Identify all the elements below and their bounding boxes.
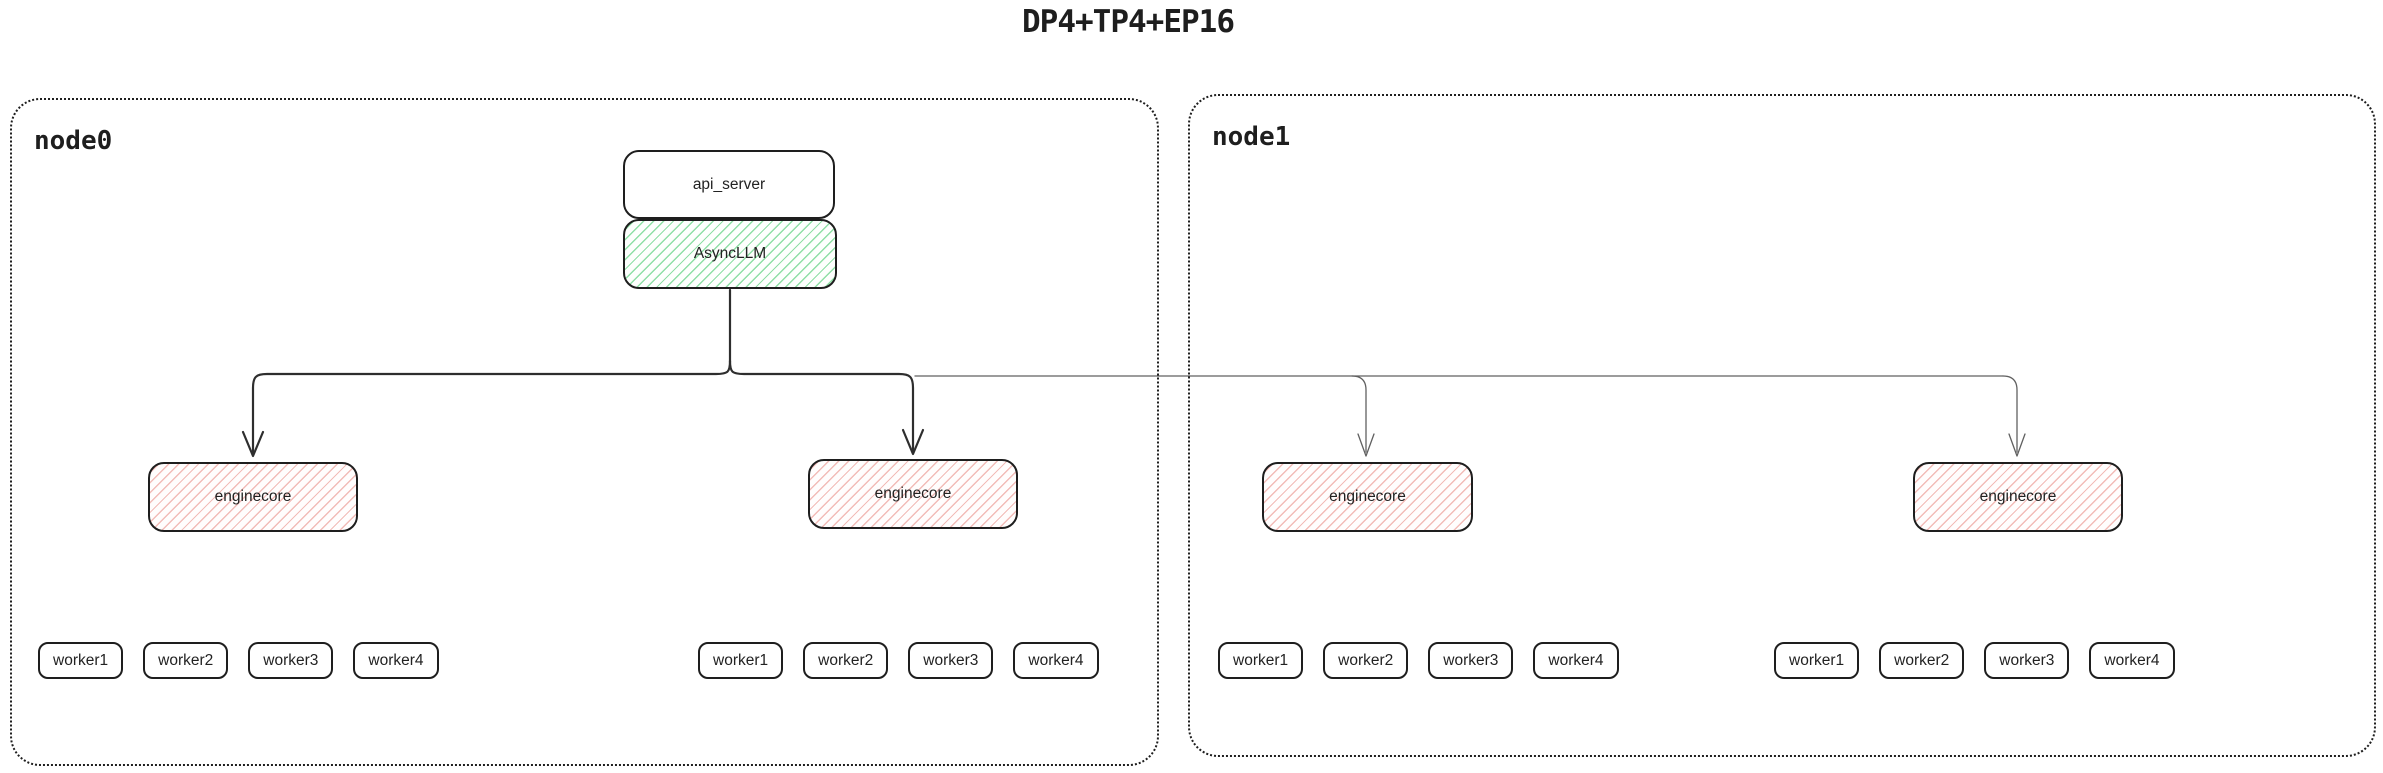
enginecore-label: enginecore [214,488,292,505]
asyncllm-label: AsyncLLM [693,245,767,262]
worker-box: worker1 [698,642,784,679]
enginecore-box-node1-2: enginecore [1913,462,2123,532]
worker-box: worker4 [353,642,439,679]
worker-box: worker2 [1323,642,1409,679]
worker-label: worker3 [923,651,979,669]
worker-box: worker4 [2089,642,2175,679]
api-server-label: api_server [692,175,766,193]
enginecore-box-node1-1: enginecore [1262,462,1473,532]
worker-box: worker3 [248,642,334,679]
enginecore-label: enginecore [1329,488,1406,505]
worker-row-node0-2: worker1 worker2 worker3 worker4 [698,642,1099,679]
node0-container: node0 [10,98,1159,766]
worker-box: worker4 [1533,642,1619,679]
worker-box: worker3 [908,642,994,679]
worker-row-node0-1: worker1 worker2 worker3 worker4 [38,642,439,679]
worker-label: worker2 [1338,651,1394,669]
worker-box: worker3 [1428,642,1514,679]
worker-label: worker3 [1999,651,2055,669]
worker-label: worker2 [818,651,874,669]
enginecore-label: enginecore [874,485,952,502]
worker-label: worker1 [713,651,769,669]
worker-label: worker1 [1233,651,1289,669]
worker-label: worker1 [53,651,109,669]
worker-box: worker4 [1013,642,1099,679]
enginecore-box-node0-1: enginecore [148,462,358,532]
worker-label: worker3 [263,651,319,669]
node0-label: node0 [34,126,113,156]
worker-label: worker1 [1789,651,1845,669]
worker-label: worker4 [2104,651,2160,669]
enginecore-box-node0-2: enginecore [808,459,1018,529]
worker-label: worker2 [1894,651,1950,669]
worker-box: worker2 [143,642,229,679]
enginecore-label: enginecore [1979,488,2057,505]
worker-label: worker2 [158,651,214,669]
worker-row-node1-2: worker1 worker2 worker3 worker4 [1774,642,2175,679]
worker-row-node1-1: worker1 worker2 worker3 worker4 [1218,642,1619,679]
worker-box: worker1 [1218,642,1304,679]
worker-box: worker2 [803,642,889,679]
worker-box: worker1 [1774,642,1860,679]
diagram-title: DP4+TP4+EP16 [1022,4,1235,40]
worker-label: worker4 [1548,651,1604,669]
worker-label: worker4 [368,651,424,669]
node1-container: node1 [1188,94,2376,757]
worker-box: worker2 [1879,642,1965,679]
api-server-box: api_server [623,150,835,219]
worker-box: worker3 [1984,642,2070,679]
node1-label: node1 [1212,122,1291,152]
worker-label: worker4 [1028,651,1084,669]
worker-label: worker3 [1443,651,1499,669]
asyncllm-box: AsyncLLM [623,219,837,289]
worker-box: worker1 [38,642,124,679]
